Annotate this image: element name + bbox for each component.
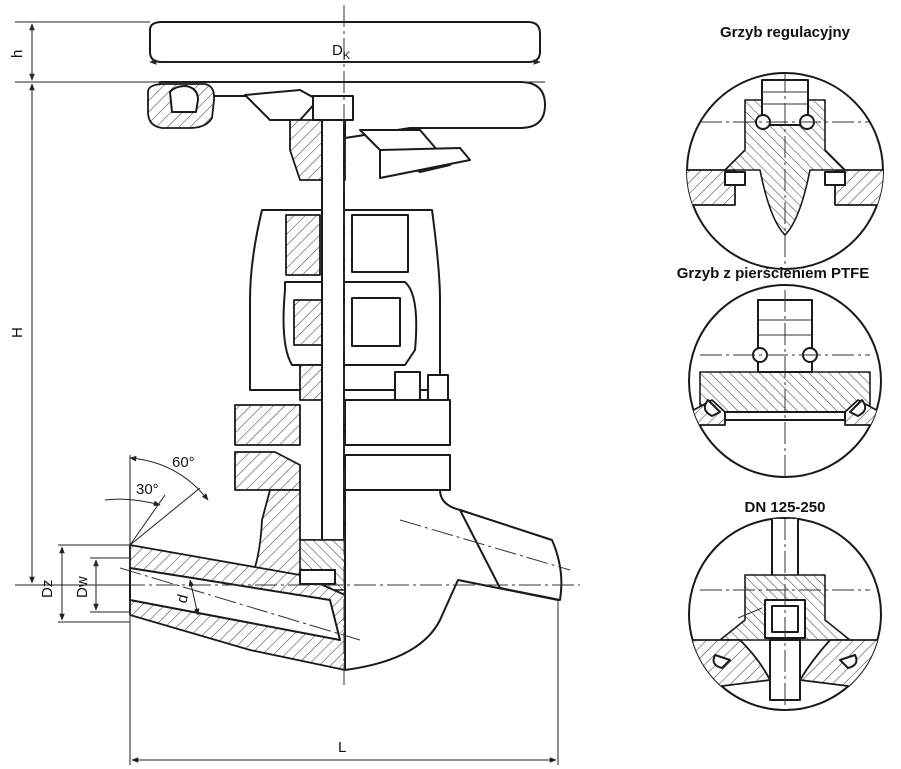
dim-H: H [9, 83, 130, 586]
inlet-nozzle [129, 544, 346, 671]
detail-title-3: DN 125-250 [745, 499, 826, 516]
svg-text:DK: DK [332, 42, 351, 62]
dim-dz-dw: Dz Dw [39, 544, 130, 623]
valve-main-view: h DK H Dz Dw d [9, 5, 580, 765]
label-L: L [338, 739, 346, 756]
label-angle-30: 30° [136, 481, 159, 498]
detail-dn-125-250: DN 125-250 [688, 499, 882, 711]
dim-dk: DK [149, 42, 541, 65]
label-angle-60: 60° [172, 454, 195, 471]
nozzle-centerline [119, 567, 361, 641]
label-Dw: Dw [74, 576, 91, 598]
label-Dz: Dz [39, 580, 56, 598]
body-flange [234, 371, 451, 491]
label-dk-sub: K [343, 50, 351, 62]
label-H: H [9, 327, 26, 338]
dim-h: h [9, 21, 545, 83]
detail-title-2: Grzyb z pierścieniem PTFE [677, 265, 870, 282]
detail-grzyb-regulacyjny: Grzyb regulacyjny [686, 24, 884, 270]
dim-angles: 60° 30° [104, 454, 209, 546]
label-h: h [9, 50, 26, 58]
dim-L: L [129, 600, 559, 765]
detail-grzyb-ptfe: Grzyb z pierścieniem PTFE [677, 265, 882, 478]
outlet-centerline [399, 519, 571, 571]
detail-title-1: Grzyb regulacyjny [720, 24, 851, 41]
label-dk: D [332, 42, 343, 59]
